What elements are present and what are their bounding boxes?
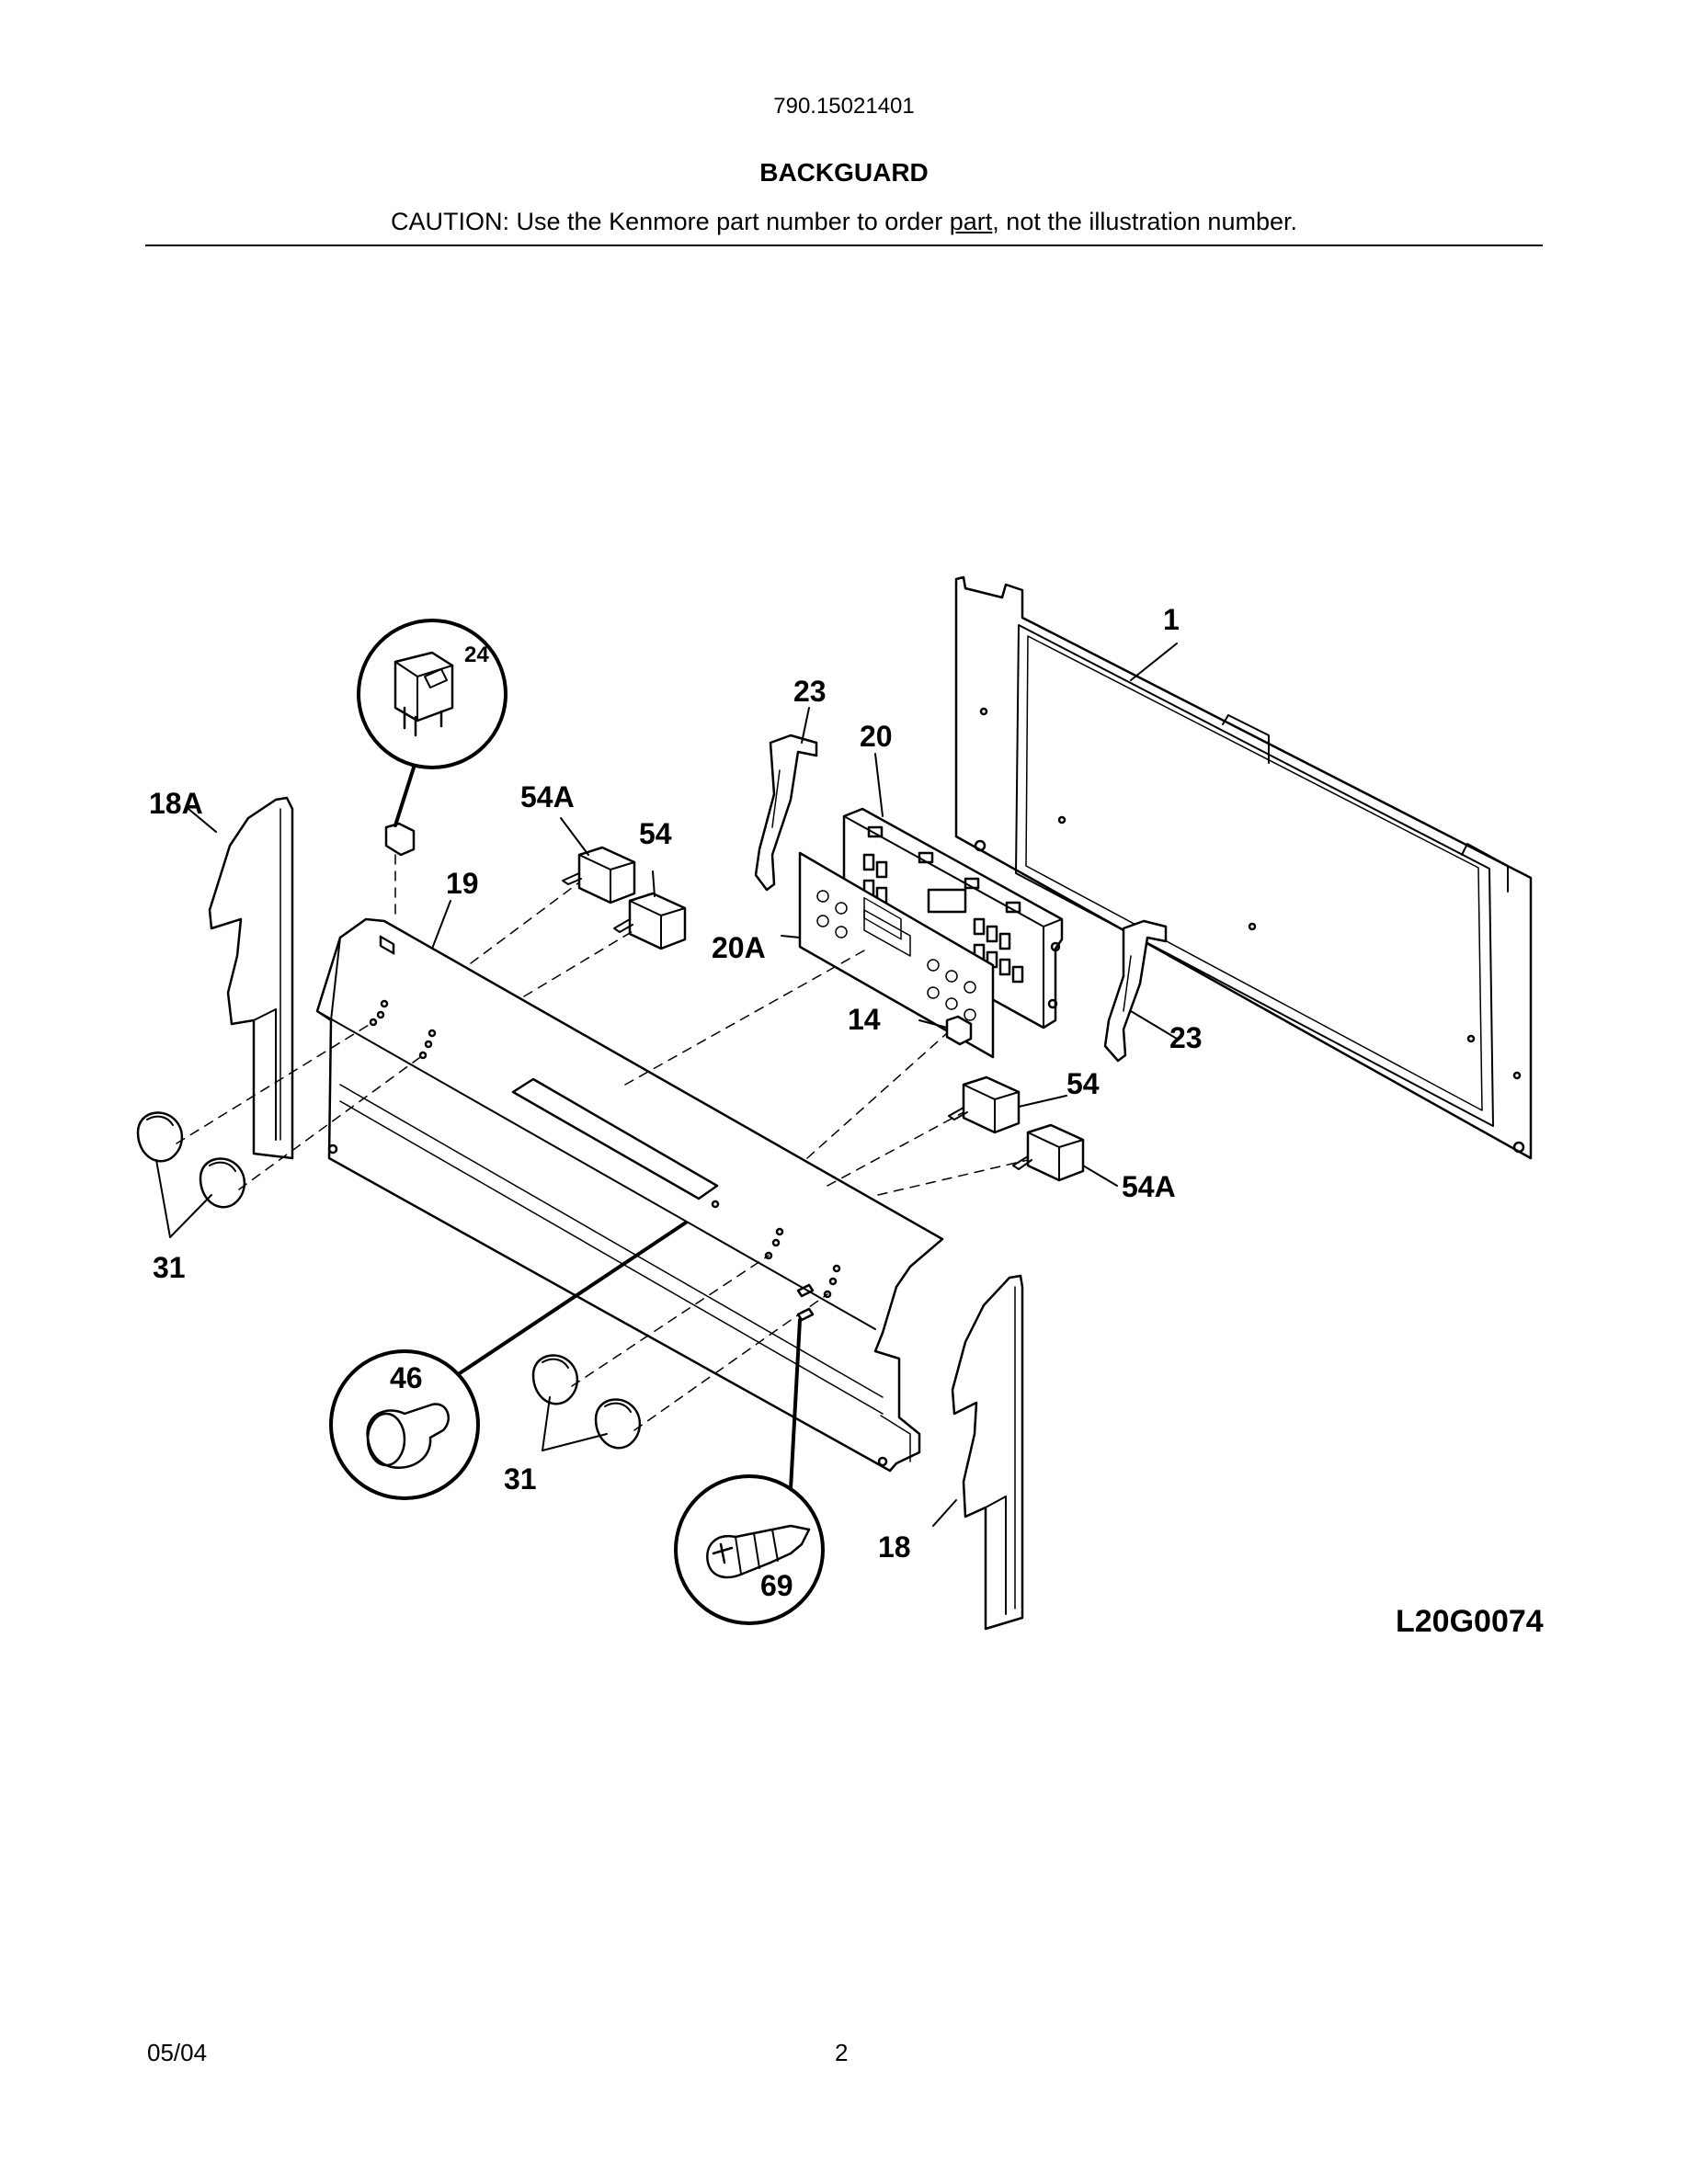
- callout-54a-right: 54A: [1122, 1170, 1176, 1203]
- callout-23-right: 23: [1169, 1021, 1203, 1054]
- caution-prefix: CAUTION: Use the Kenmore part number to …: [391, 208, 950, 235]
- model-number: 790.15021401: [773, 94, 915, 119]
- callout-18: 18: [878, 1530, 911, 1564]
- callout-46: 46: [390, 1361, 423, 1394]
- callout-20: 20: [860, 720, 893, 753]
- caution-underlined-word: part: [949, 208, 993, 235]
- callout-23-top: 23: [793, 675, 827, 708]
- end-cap-part-18: [951, 1274, 1024, 1631]
- callout-54a-top: 54A: [520, 780, 575, 813]
- infinite-switch-part-54-right: [948, 1075, 1021, 1134]
- callout-18a: 18A: [149, 787, 203, 820]
- bracket-clip-part-23-right: [1103, 919, 1168, 1063]
- end-cap-part-18a: [208, 796, 294, 1160]
- callout-leader-lines: [155, 643, 1178, 1527]
- magnified-detail-46: [329, 1221, 688, 1500]
- callout-24: 24: [464, 643, 489, 667]
- bracket-clip-part-23-top: [754, 734, 818, 892]
- section-title: BACKGUARD: [759, 158, 929, 187]
- callout-69: 69: [760, 1569, 793, 1602]
- control-overlay-part-20a: [798, 851, 995, 1059]
- magnified-detail-24: [357, 619, 508, 827]
- control-board-part-20: [842, 807, 1064, 1029]
- alignment-dashed-lines: [176, 854, 1029, 1431]
- callout-31-left: 31: [153, 1251, 186, 1284]
- caution-suffix: , not the illustration number.: [992, 208, 1297, 235]
- callout-54-top: 54: [639, 817, 672, 850]
- header-rule: [145, 245, 1543, 246]
- page-number: 2: [835, 2039, 849, 2066]
- screws-part-69-small: [796, 1283, 815, 1322]
- callout-31-bottom: 31: [504, 1462, 537, 1496]
- infinite-switch-part-54a-top: [562, 846, 636, 904]
- infinite-switch-part-54a-right: [1012, 1123, 1085, 1182]
- rear-panel-part-1: [954, 575, 1533, 1160]
- light-switch-part-14: [945, 1015, 973, 1046]
- footer-date: 05/04: [147, 2039, 208, 2066]
- callout-54-right: 54: [1066, 1067, 1100, 1100]
- callout-19: 19: [446, 867, 479, 900]
- callout-1: 1: [1163, 603, 1180, 636]
- callout-14: 14: [848, 1003, 881, 1036]
- control-panel-part-19: [315, 917, 944, 1473]
- infinite-switch-part-54-top: [613, 892, 687, 950]
- magnified-detail-69: [674, 1318, 825, 1625]
- control-knobs-part-31-left: [136, 1111, 245, 1209]
- callout-20a: 20A: [712, 931, 766, 964]
- drawing-code: L20G0074: [1396, 1604, 1544, 1639]
- rocker-switch-part-24-small: [384, 822, 416, 857]
- caution-note: CAUTION: Use the Kenmore part number to …: [0, 208, 1688, 236]
